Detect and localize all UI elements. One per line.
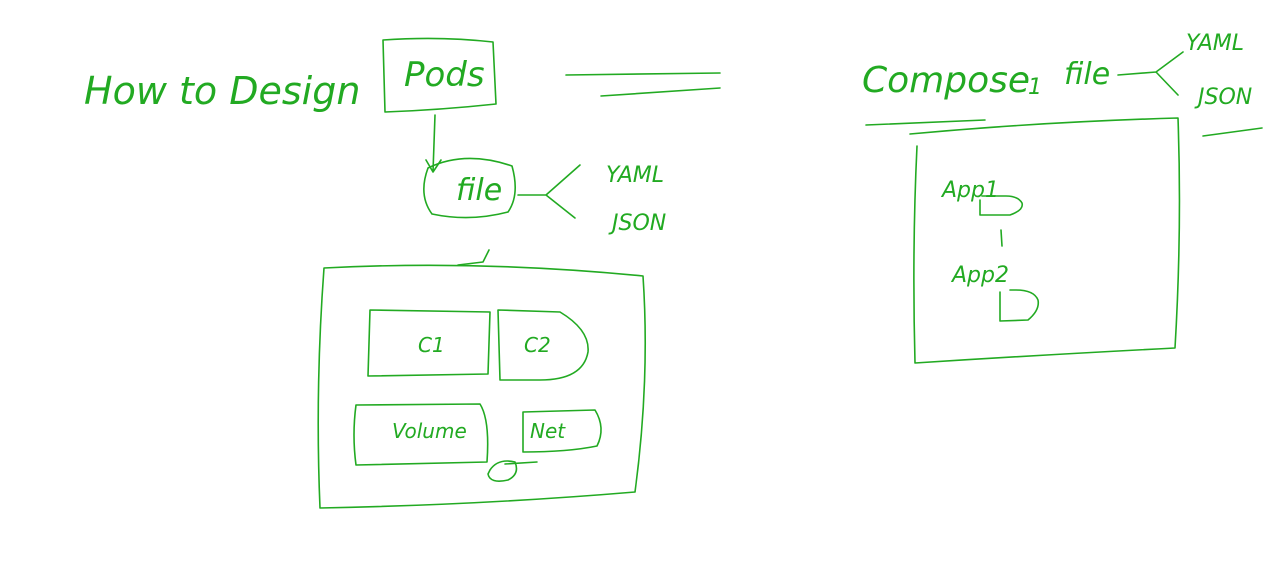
file-fork bbox=[517, 164, 581, 219]
pod-outer-box bbox=[317, 264, 647, 509]
c1-label: C1 bbox=[418, 333, 445, 357]
one-label: 1 bbox=[1028, 75, 1042, 100]
app2-label: App2 bbox=[950, 263, 1009, 288]
json-underline bbox=[1202, 127, 1263, 137]
app1-shape bbox=[979, 195, 1024, 216]
pods-label: Pods bbox=[404, 55, 485, 95]
app2-shape bbox=[999, 289, 1040, 322]
pods-box bbox=[382, 37, 497, 113]
net-box bbox=[522, 409, 602, 453]
c2-label: C2 bbox=[524, 333, 551, 357]
file-label: file bbox=[456, 173, 502, 208]
net-label: Net bbox=[530, 419, 566, 443]
double-line-bottom bbox=[600, 87, 721, 97]
compose-fork bbox=[1117, 51, 1184, 96]
yaml-label: YAML bbox=[606, 163, 664, 188]
compose-file-label: file bbox=[1064, 57, 1110, 92]
compose-label: Compose bbox=[862, 60, 1030, 101]
json-label: JSON bbox=[608, 211, 666, 236]
compose-yaml-label: YAML bbox=[1186, 31, 1244, 56]
app-connector bbox=[1000, 229, 1003, 247]
compose-box bbox=[909, 117, 1181, 364]
link-loop bbox=[487, 460, 538, 482]
c1-box bbox=[367, 309, 491, 377]
title-how-to-design: How to Design bbox=[84, 69, 360, 113]
double-line-top bbox=[565, 72, 721, 76]
file-oval bbox=[423, 157, 516, 219]
app1-label: App1 bbox=[940, 178, 999, 203]
volume-label: Volume bbox=[392, 419, 467, 443]
c2-box bbox=[497, 309, 589, 381]
compose-underline bbox=[865, 119, 986, 126]
volume-box bbox=[353, 403, 489, 466]
pod-box-tick bbox=[457, 249, 490, 266]
compose-json-label: JSON bbox=[1194, 85, 1252, 110]
